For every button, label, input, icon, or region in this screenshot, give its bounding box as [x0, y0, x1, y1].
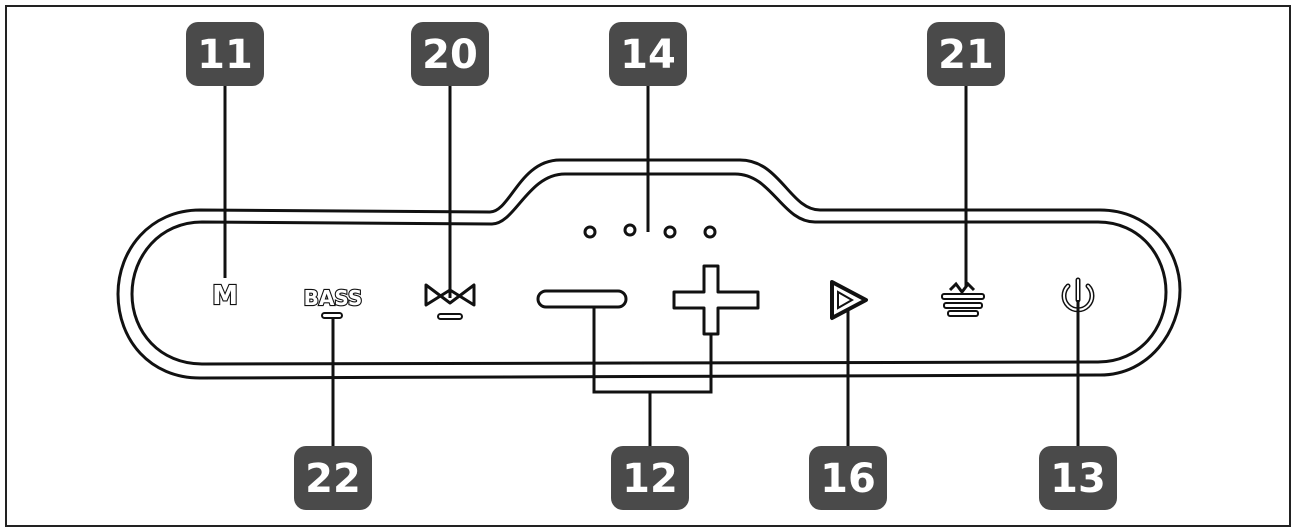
led-dot [703, 225, 717, 239]
play-pause-icon[interactable] [830, 280, 868, 320]
panel-outline-inner [130, 172, 1168, 366]
callout-12-label: 12 [622, 456, 678, 502]
mode-button-label[interactable]: M [211, 280, 239, 312]
bass-button[interactable]: BASS [303, 285, 363, 319]
callout-20: 20 [411, 22, 489, 86]
led-dot [663, 225, 677, 239]
callout-11: 11 [186, 22, 264, 86]
callout-13-label: 13 [1050, 456, 1106, 502]
volume-down-button[interactable] [536, 289, 628, 309]
callout-12: 12 [611, 446, 689, 510]
callout-22: 22 [294, 446, 372, 510]
bass-indicator-bar [321, 312, 343, 319]
volume-up-button[interactable] [672, 264, 760, 336]
light-mode-icon[interactable] [941, 281, 985, 317]
callout-16-label: 16 [820, 456, 876, 502]
battery-led-indicators [583, 223, 717, 239]
led-dot [623, 223, 637, 237]
callout-21: 21 [927, 22, 1005, 86]
play-inner-icon [837, 290, 855, 310]
callout-16: 16 [809, 446, 887, 510]
bass-button-label: BASS [304, 286, 363, 310]
callout-14-label: 14 [620, 32, 676, 78]
leader-bracket-12 [592, 307, 713, 394]
panel-outline-outer [116, 158, 1182, 380]
led-dot [583, 225, 597, 239]
callout-14: 14 [609, 22, 687, 86]
callout-11-label: 11 [197, 32, 253, 78]
frame-border [5, 5, 1291, 527]
callout-22-label: 22 [305, 456, 361, 502]
callout-21-label: 21 [938, 32, 994, 78]
callout-20-label: 20 [422, 32, 478, 78]
callout-13: 13 [1039, 446, 1117, 510]
